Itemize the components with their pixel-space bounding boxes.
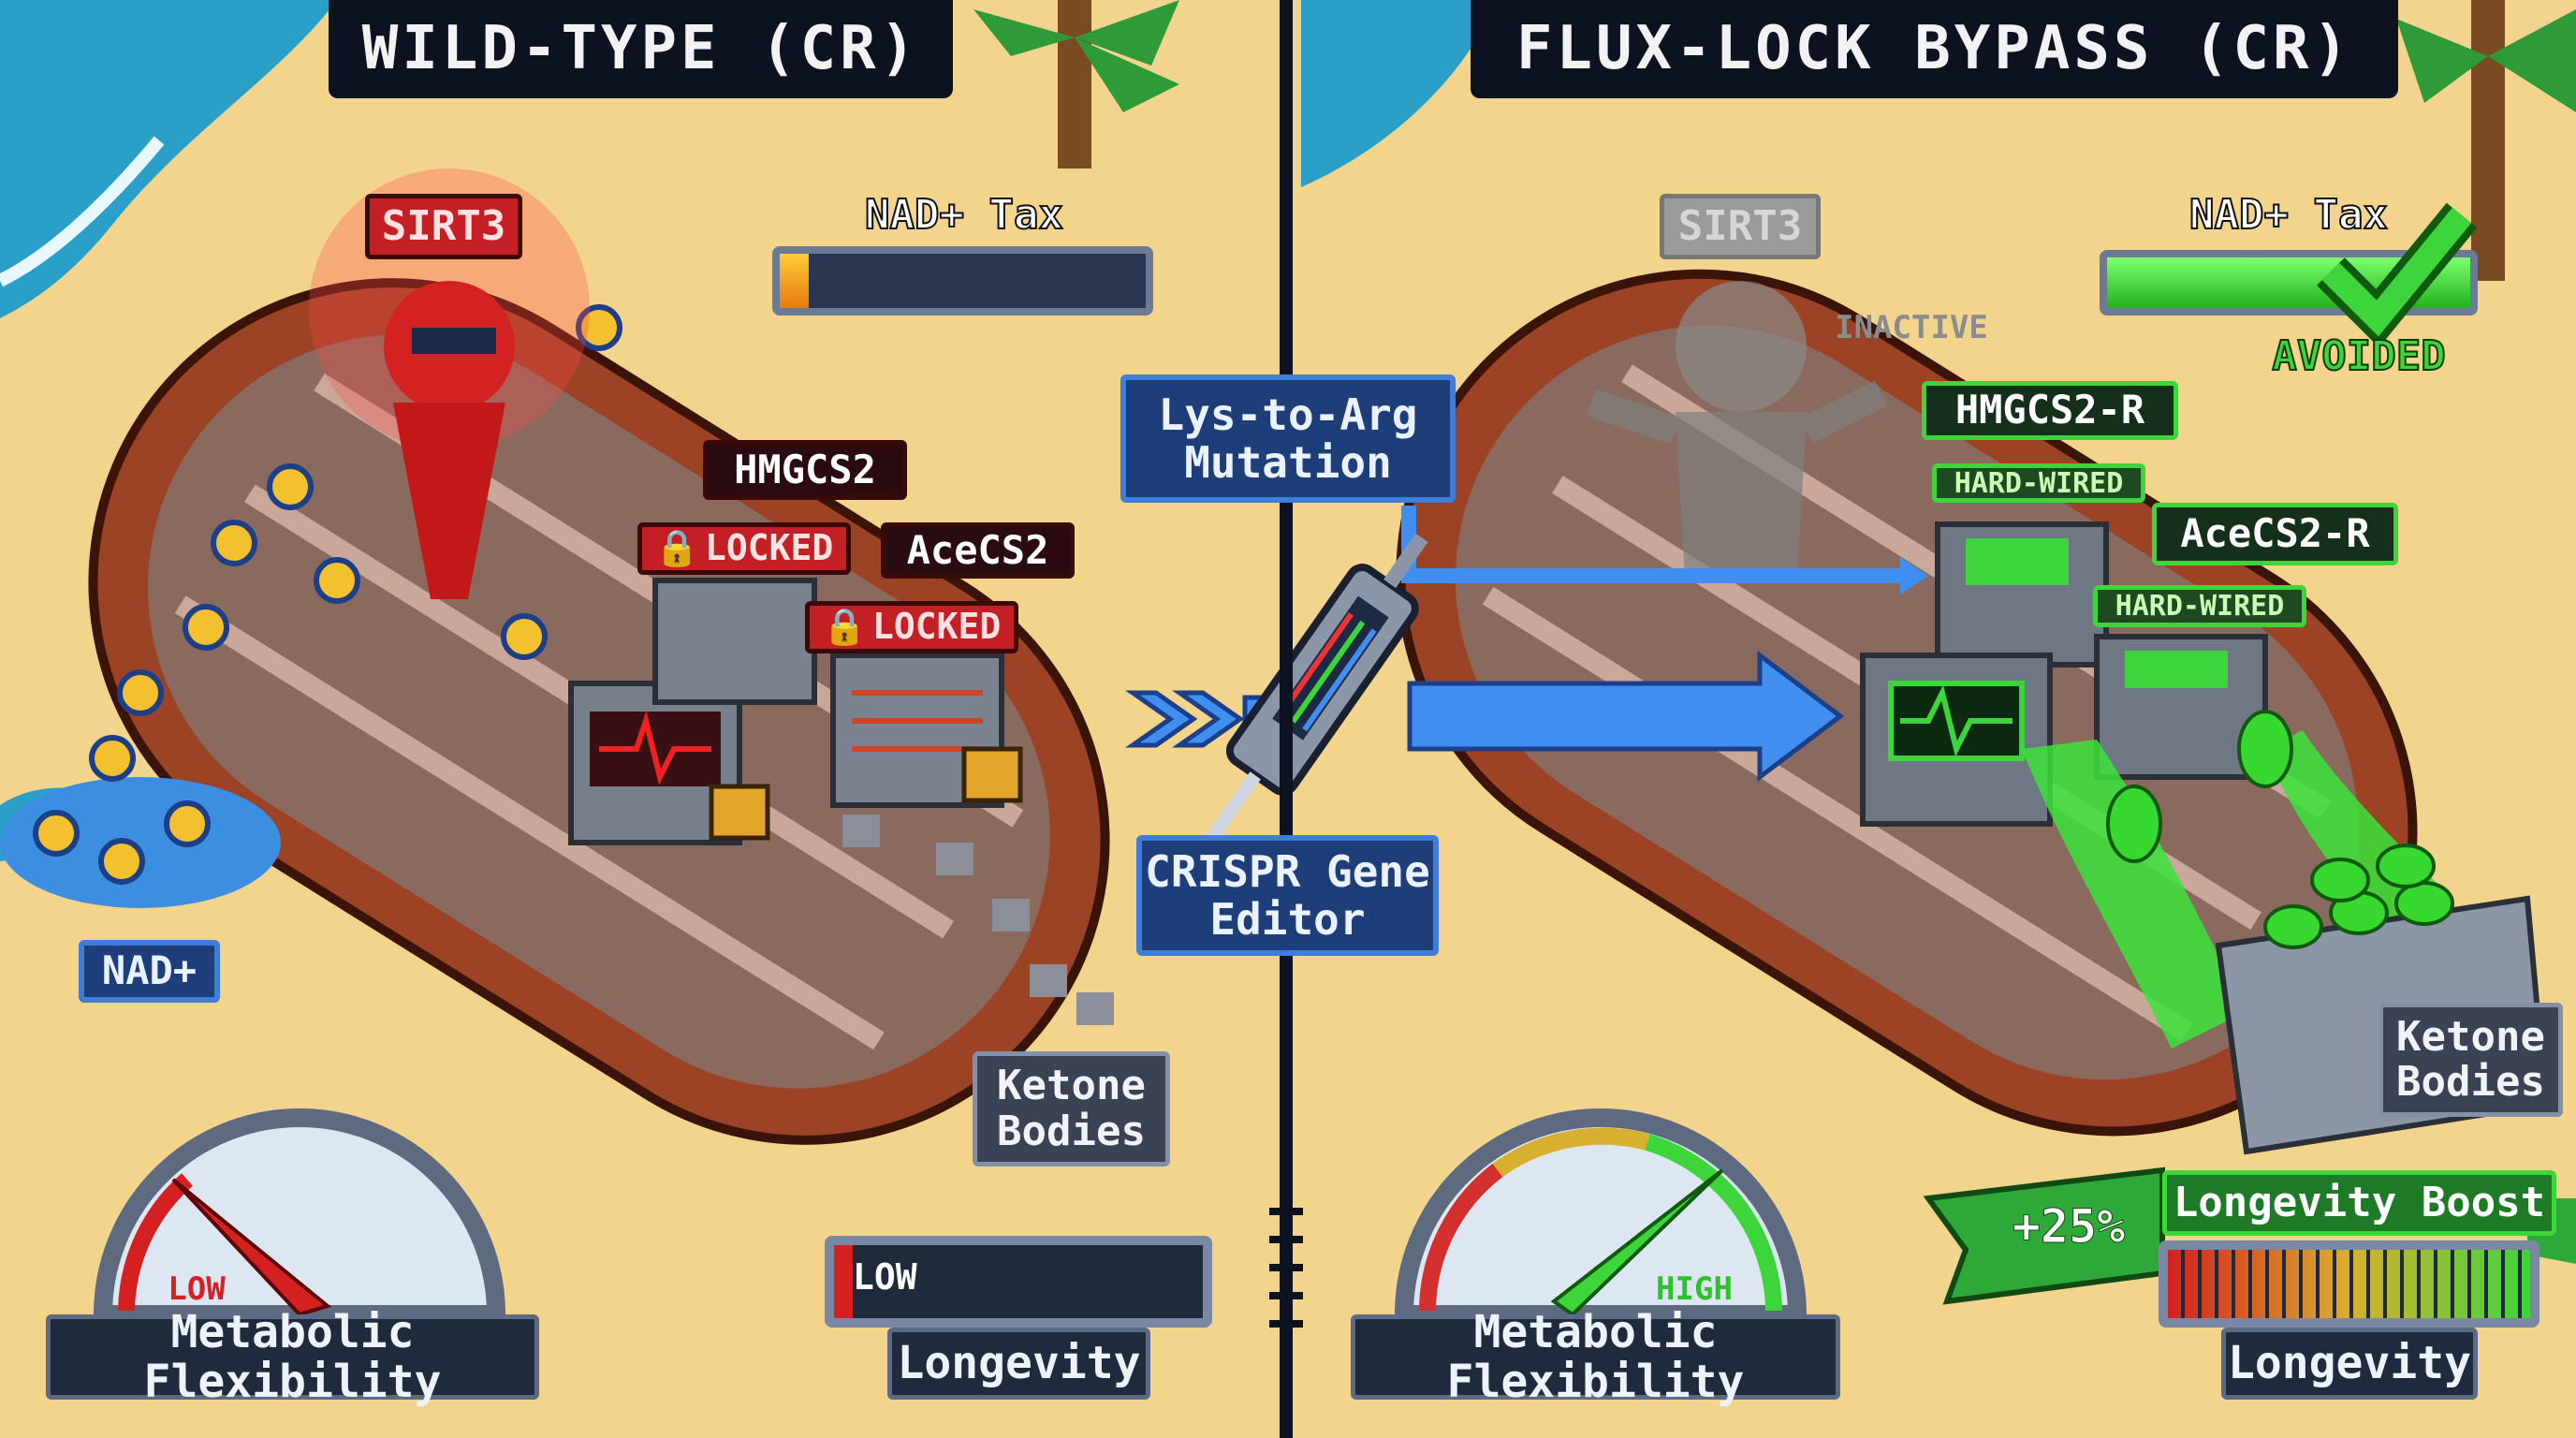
inactive-label: INACTIVE [1835,309,1988,347]
hmgcs2-r-label: HMGCS2-R [1922,381,2178,440]
acecs2-r-label: AceCS2-R [2152,503,2398,565]
sirt3-label-inactive: SIRT3 [1660,194,1821,259]
metabolic-flexibility-label: Metabolic Flexibility [1351,1307,1840,1406]
acecs2-label: AceCS2 [881,522,1075,579]
gauge-left [93,1108,506,1324]
syringe-icon [1207,533,1428,841]
palm-tree-icon [973,0,1179,169]
nad-tax-bar [772,246,1153,315]
hardwired-badge: HARD-WIRED [2093,585,2306,627]
avoided-label: AVOIDED [2271,331,2446,380]
ketone-gray-fragment-icon [842,814,1114,1025]
gauge-right [1394,1108,1808,1324]
padlock-icon: 🔒 [654,527,700,569]
mutation-arrow [1401,506,1900,583]
nad-puddle [0,777,281,908]
crispr-editor-label: CRISPR Gene Editor [1136,835,1439,956]
right-panel-title: FLUX-LOCK BYPASS (CR) [1471,0,2398,98]
mutation-label: Lys-to-Arg Mutation [1120,374,1456,503]
sirt3-inactive-figure-icon [1587,281,1888,580]
ketone-bodies-label: Ketone Bodies [973,1051,1170,1167]
longevity-boost-label: Longevity Boost [2162,1170,2556,1236]
longevity-bar [2159,1240,2539,1328]
longevity-label: Longevity [887,1328,1150,1400]
boost-banner [1923,1167,2165,1305]
sirt3-label: SIRT3 [365,194,522,259]
longevity-bar: LOW [825,1236,1212,1328]
gauge-needle [171,1178,332,1317]
nad-tax-bar [2100,250,2478,315]
nad-coin-icon [33,304,622,885]
metabolic-flexibility-label: Metabolic Flexibility [46,1307,539,1406]
gauge-reading: LOW [168,1269,226,1308]
locked-badge: 🔒LOCKED [637,522,851,575]
nad-tax-bar-fill [2107,257,2470,308]
hmgcs2-label: HMGCS2 [703,440,907,500]
sea-left [0,0,337,318]
longevity-bar-fill [2168,1250,2530,1318]
nad-label: NAD+ [79,940,220,1003]
left-panel-title: WILD-TYPE (CR) [329,0,953,98]
longevity-reading: LOW [853,1256,917,1298]
hardwired-badge: HARD-WIRED [1932,463,2145,503]
gauge-needle [1550,1168,1724,1317]
longevity-label: Longevity [2221,1328,2478,1400]
padlock-icon [709,746,1023,841]
sea-right [1301,0,1498,187]
nad-tax-bar-fill [780,254,810,308]
locked-badge: 🔒LOCKED [805,601,1018,653]
nad-tax-label: NAD+ Tax [2188,190,2389,239]
gauge-reading: HIGH [1656,1269,1733,1308]
divider [1280,0,1293,1438]
ketone-bodies-label: Ketone Bodies [2378,1003,2563,1117]
longevity-bar-fill [834,1245,853,1318]
padlock-icon: 🔒 [822,606,868,648]
nad-tax-label: NAD+ Tax [864,190,1064,239]
enzyme-server-hardwired-icon [1860,521,2268,827]
boost-percent: +25% [2012,1198,2126,1254]
